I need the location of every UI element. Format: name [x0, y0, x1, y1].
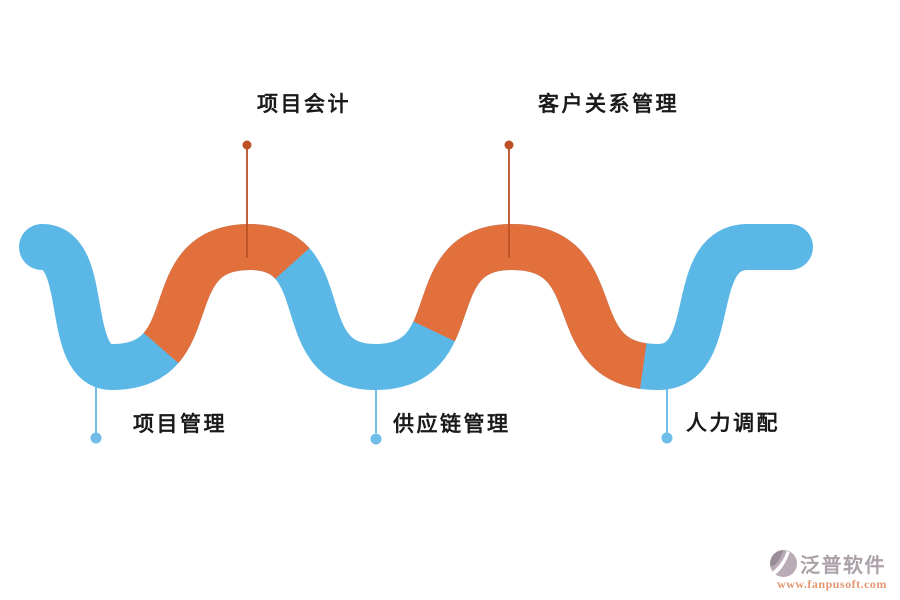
- peak-leader-dot: [242, 140, 252, 150]
- brand-url: www.fanpusoft.com: [777, 577, 887, 591]
- wave-ribbon-blue: [19, 224, 813, 390]
- valley-leader-dot: [661, 432, 673, 444]
- peak-leader-dot: [504, 140, 514, 150]
- valley-leader-dot: [370, 433, 382, 445]
- label-supply-chain-management: 供应链管理: [393, 413, 511, 436]
- label-hr-allocation: 人力调配: [686, 412, 780, 435]
- valley-leader-dot: [90, 432, 102, 444]
- label-project-accounting: 项目会计: [257, 93, 351, 116]
- fanpu-logo-icon: [769, 549, 798, 577]
- brand-name: 泛普软件: [800, 554, 886, 577]
- label-project-management: 项目管理: [133, 413, 227, 436]
- brand-watermark: 泛普软件 www.fanpusoft.com: [769, 548, 895, 592]
- label-customer-relationship-management: 客户关系管理: [538, 93, 679, 116]
